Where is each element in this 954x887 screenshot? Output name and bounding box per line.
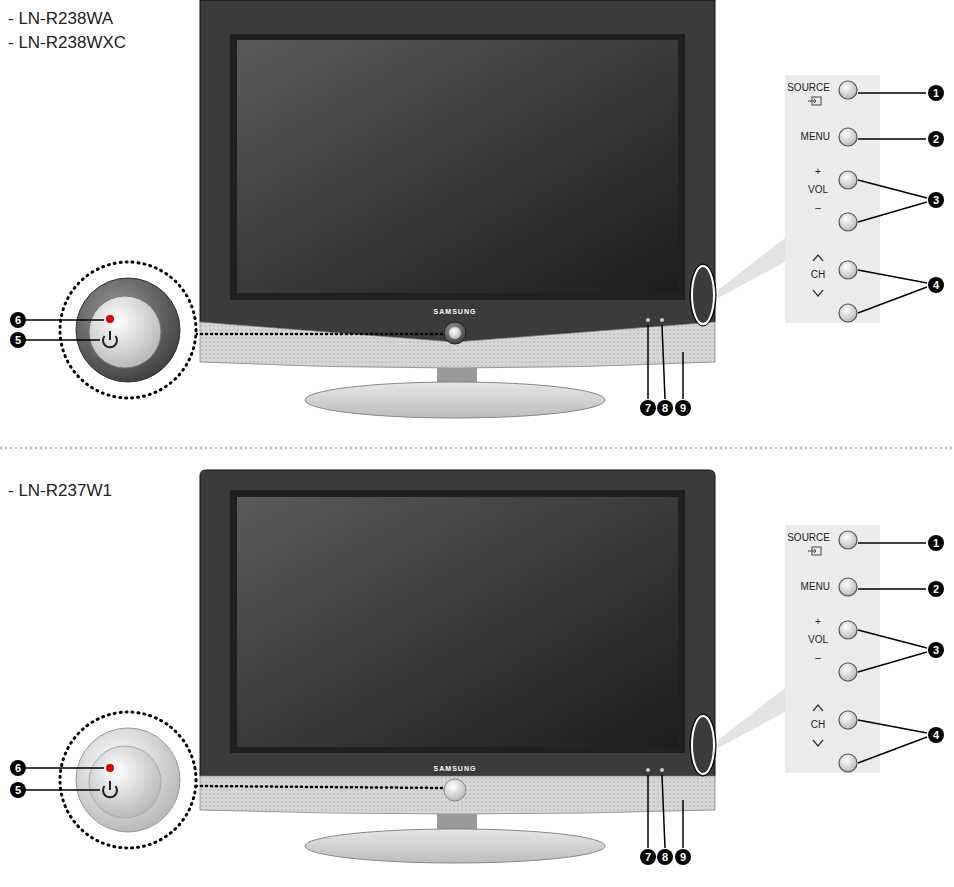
- button-label: +: [815, 167, 821, 177]
- callout-number: 7: [645, 403, 651, 414]
- button-label: CH: [811, 720, 825, 730]
- callout-number: 6: [15, 315, 21, 326]
- callout-number: 3: [933, 195, 939, 206]
- button-label: SOURCE: [787, 83, 830, 93]
- button-label: CH: [811, 270, 825, 280]
- model-name: - LN-R238WXC: [8, 34, 126, 51]
- callout-number: 6: [15, 763, 21, 774]
- tv-bottom: [10, 470, 944, 865]
- callout-number: 5: [15, 335, 21, 346]
- callout-number: 3: [933, 645, 939, 656]
- brand-logo: SAMSUNG: [434, 765, 477, 772]
- callout-number: 2: [933, 584, 939, 595]
- model-name: - LN-R238WA: [8, 10, 113, 27]
- callout-number: 9: [680, 403, 686, 414]
- callout-number: 9: [680, 852, 686, 863]
- button-label: SOURCE: [787, 533, 830, 543]
- button-label: –: [815, 653, 821, 663]
- button-label: VOL: [808, 185, 828, 195]
- callout-number: 5: [15, 785, 21, 796]
- callout-number: 1: [933, 88, 939, 99]
- callout-number: 2: [933, 134, 939, 145]
- callout-number: 4: [933, 280, 939, 291]
- callout-number: 1: [933, 538, 939, 549]
- callout-number: 4: [933, 730, 939, 741]
- tv-top: [10, 0, 944, 418]
- callout-number: 8: [662, 852, 668, 863]
- button-label: MENU: [801, 582, 830, 592]
- model-name: - LN-R237W1: [8, 482, 112, 499]
- button-label: –: [815, 203, 821, 213]
- brand-logo: SAMSUNG: [434, 308, 477, 315]
- button-label: VOL: [808, 635, 828, 645]
- callout-number: 7: [645, 852, 651, 863]
- button-label: +: [815, 617, 821, 627]
- callout-number: 8: [662, 403, 668, 414]
- button-label: MENU: [801, 132, 830, 142]
